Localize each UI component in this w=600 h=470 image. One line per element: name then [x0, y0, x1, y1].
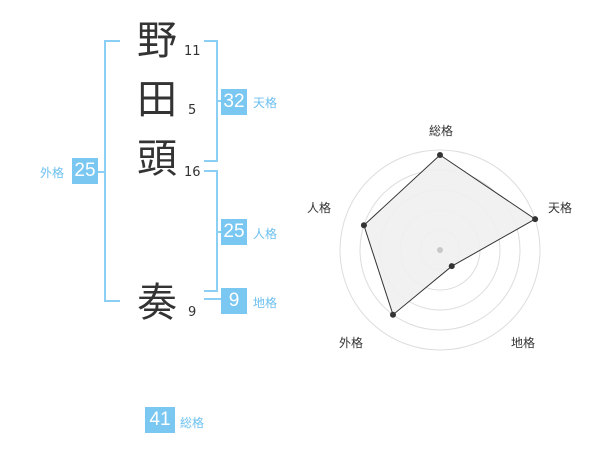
chikaku-connector [204, 298, 222, 300]
name-char-3: 頭 [137, 136, 177, 182]
radar-center [437, 247, 443, 253]
gaikaku-score: 25 [72, 158, 98, 184]
radar-points [360, 152, 539, 318]
tenkaku-score: 32 [221, 89, 247, 115]
chikaku-label: 地格 [253, 296, 278, 310]
name-char-1: 野 [137, 18, 177, 64]
radar-point-4 [389, 311, 396, 318]
jinkaku-connector [218, 231, 222, 233]
soukaku-score: 41 [145, 407, 175, 433]
radar-label-tenkaku: 天格 [548, 201, 573, 215]
tenkaku-connector [218, 100, 222, 102]
radar-label-gaikaku: 外格 [339, 336, 364, 350]
radar-grid-ring [339, 149, 541, 351]
stroke-count-3: 16 [184, 165, 201, 180]
tenkaku-label: 天格 [253, 96, 278, 110]
gaikaku-label: 外格 [40, 166, 65, 180]
soukaku-label: 総格 [180, 416, 205, 430]
name-char-4: 奏 [137, 280, 177, 326]
gaikaku-bracket [104, 40, 120, 302]
radar-point-2 [532, 216, 539, 223]
tenkaku-bracket [204, 40, 218, 162]
jinkaku-label: 人格 [253, 227, 278, 241]
radar-point-5 [360, 222, 367, 229]
radar-chart [339, 149, 541, 351]
radar-area [363, 154, 537, 316]
gaikaku-connector [96, 171, 104, 173]
jinkaku-bracket [204, 170, 218, 292]
chikaku-score: 9 [221, 288, 247, 314]
radar-label-jinkaku: 人格 [307, 201, 332, 215]
stroke-count-2: 5 [188, 103, 197, 118]
radar-label-soukaku: 総格 [429, 124, 454, 138]
name-char-2: 田 [137, 77, 177, 123]
stroke-count-1: 11 [184, 44, 201, 59]
radar-point-1 [437, 152, 443, 158]
jinkaku-score: 25 [221, 219, 247, 245]
radar-point-3 [448, 263, 455, 270]
stroke-count-4: 9 [188, 305, 197, 320]
radar-label-chikaku: 地格 [511, 336, 536, 350]
